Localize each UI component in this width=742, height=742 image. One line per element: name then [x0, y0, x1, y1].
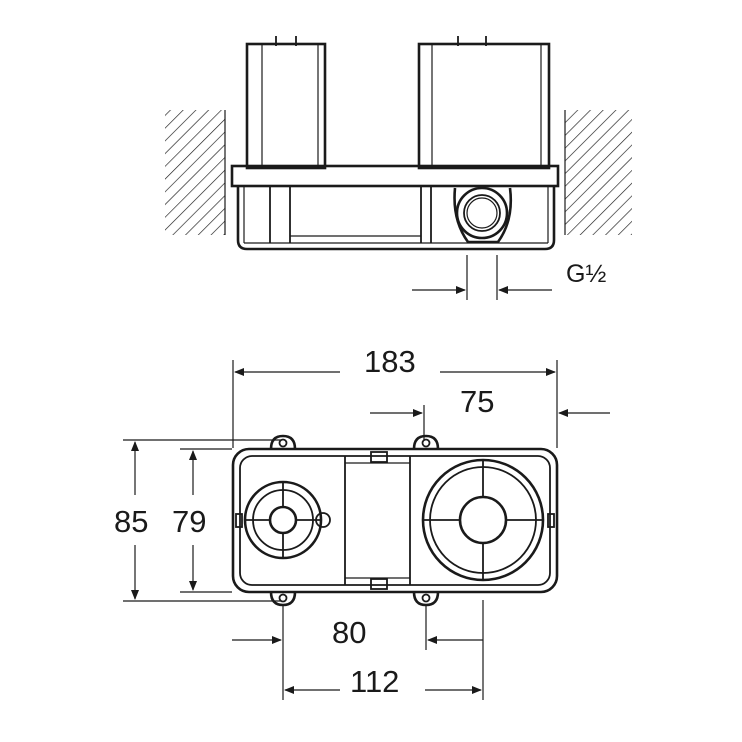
dim-label-112: 112 [350, 664, 399, 699]
thread-size-label: G½ [566, 260, 606, 288]
side-clip-right [547, 513, 555, 528]
dim-offset-right [370, 405, 610, 440]
right-valve-seat [421, 458, 545, 582]
box-inner-outline [239, 455, 551, 586]
left-cartridge-cap [245, 36, 327, 170]
dim-overall-height [123, 439, 281, 602]
mounting-flange [230, 164, 560, 188]
side-clip-left [235, 513, 243, 528]
dim-label-85: 85 [114, 504, 148, 539]
mounting-ear-top-left [269, 434, 297, 450]
mounting-ear-bottom-right [412, 591, 440, 607]
mounting-ear-bottom-left [269, 591, 297, 607]
dim-center-distance [232, 605, 483, 700]
dim-mount-distance [284, 600, 484, 700]
wall-hatch-left [165, 110, 225, 235]
top-view: 183 75 85 79 80 [114, 344, 610, 700]
wall-hatch-right [565, 110, 632, 235]
threaded-port [453, 186, 513, 244]
right-cartridge-cap [417, 36, 551, 170]
dim-label-79: 79 [172, 504, 206, 539]
center-partition [344, 451, 411, 590]
dim-inner-height [180, 448, 232, 593]
side-view: G½ [165, 36, 632, 300]
dim-overall-width [232, 360, 558, 448]
box-outline [231, 447, 559, 594]
left-valve-seat [243, 480, 331, 560]
dim-label-183: 183 [364, 344, 416, 379]
dim-label-80: 80 [332, 615, 366, 650]
dim-label-75: 75 [460, 384, 494, 419]
port-dimension [412, 255, 552, 300]
mounting-ear-top-right [412, 434, 440, 450]
valve-body [236, 186, 556, 251]
